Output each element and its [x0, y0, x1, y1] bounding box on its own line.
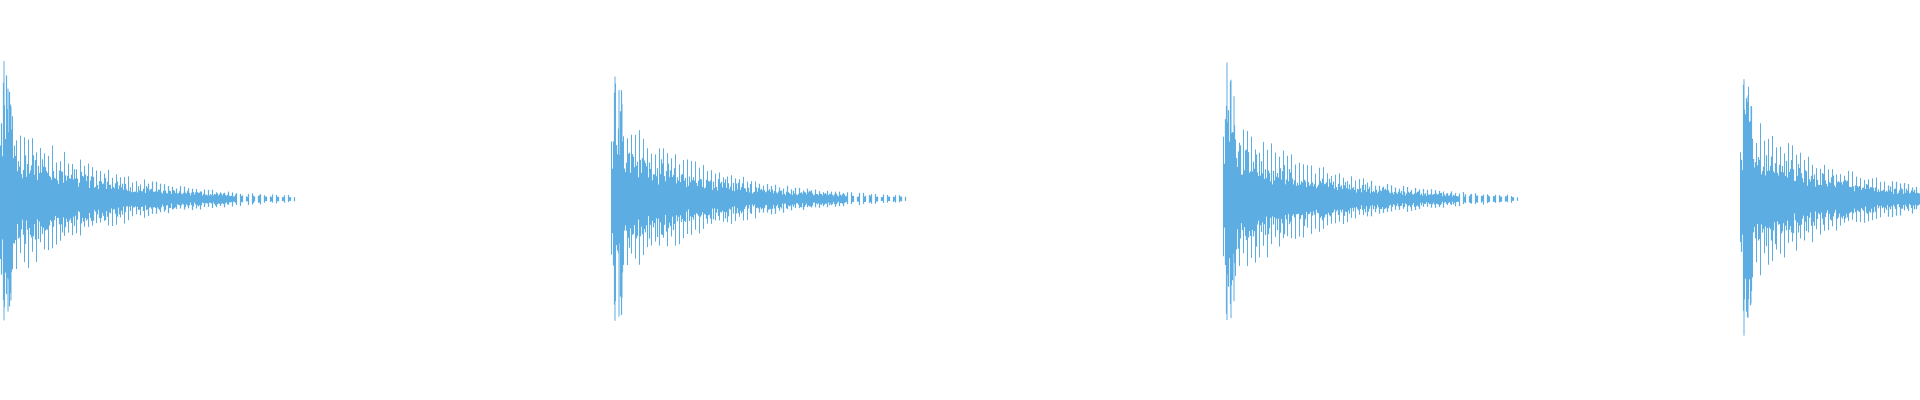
waveform-burst: [611, 76, 907, 321]
waveform-burst: [1740, 79, 1920, 336]
waveform-burst: [0, 61, 296, 321]
waveform-burst: [1223, 62, 1519, 321]
